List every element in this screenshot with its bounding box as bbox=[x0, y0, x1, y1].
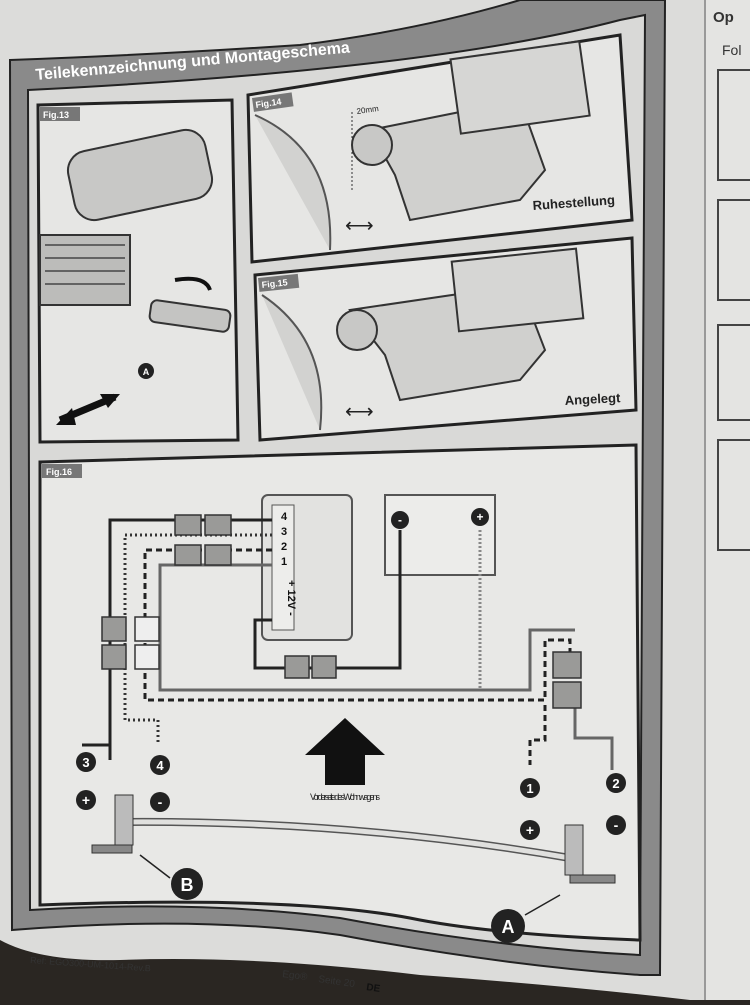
wire-2-down bbox=[573, 705, 614, 770]
battery bbox=[384, 494, 496, 576]
next-page-box bbox=[717, 199, 750, 301]
fig16-label: Fig.16 bbox=[46, 467, 72, 477]
terminal-power: + 12V - bbox=[285, 580, 297, 616]
roller bbox=[39, 234, 131, 306]
terminal-1: 1 bbox=[281, 556, 287, 568]
connector-1-polarity: + bbox=[526, 822, 534, 838]
terminal-block bbox=[271, 504, 295, 631]
connector-2: 2 bbox=[612, 776, 619, 791]
motor bbox=[449, 40, 591, 135]
svg-text:A: A bbox=[143, 367, 150, 377]
next-page bbox=[705, 0, 750, 1000]
wrench bbox=[148, 299, 232, 333]
double-arrow-icon: ⟷ bbox=[345, 215, 374, 237]
battery-positive: + bbox=[476, 510, 483, 524]
dimension-label: 20mm bbox=[356, 104, 380, 116]
wheel bbox=[261, 294, 323, 431]
figure-13: Fig.13 A bbox=[36, 98, 240, 444]
connector-1: 1 bbox=[526, 781, 533, 796]
rotate-arrow-icon bbox=[174, 276, 212, 291]
fig15-caption: Angelegt bbox=[564, 390, 621, 408]
front-arrow-icon bbox=[305, 718, 385, 785]
svg-text:B: B bbox=[181, 875, 194, 895]
footer-page: Seite 20 bbox=[318, 974, 356, 990]
wheel bbox=[254, 114, 332, 251]
battery-negative: - bbox=[398, 513, 402, 527]
wire-1 bbox=[143, 548, 572, 702]
connector-2-polarity: - bbox=[614, 817, 619, 833]
footer-lang: DE bbox=[366, 982, 382, 995]
next-page-box bbox=[717, 69, 750, 181]
terminal-3: 3 bbox=[281, 526, 287, 538]
fig15-label: Fig.15 bbox=[261, 277, 288, 290]
terminal-2: 2 bbox=[281, 541, 287, 553]
fig13-label: Fig.13 bbox=[43, 110, 69, 120]
roller bbox=[336, 309, 378, 351]
motor bbox=[66, 128, 214, 222]
mover-a bbox=[564, 824, 584, 876]
arrow-caption: Vorderseite des Wohnwagens bbox=[310, 792, 381, 802]
connector-4: 4 bbox=[156, 758, 164, 773]
next-page-box bbox=[717, 324, 750, 421]
marker-a-fig16 bbox=[491, 909, 525, 943]
svg-text:A: A bbox=[502, 917, 515, 937]
fig14-label: Fig.14 bbox=[255, 96, 282, 110]
marker-a bbox=[138, 363, 154, 379]
connector-3: 3 bbox=[82, 755, 89, 770]
wire-battery-neg bbox=[253, 530, 402, 670]
terminal-4: 4 bbox=[281, 511, 288, 523]
figure-15: Fig.15 Angelegt ⟷ bbox=[253, 236, 638, 442]
plugs bbox=[101, 514, 582, 709]
figure-16: Fig.16 4 3 2 1 + 12V - - + bbox=[38, 443, 642, 943]
connector-4-polarity: - bbox=[158, 794, 163, 810]
next-page-text: Fol bbox=[722, 42, 741, 58]
fig14-caption: Ruhestellung bbox=[532, 192, 615, 213]
connector-3-polarity: + bbox=[82, 792, 90, 808]
next-page-box bbox=[717, 439, 750, 551]
wire-1-down bbox=[528, 705, 547, 765]
mover-b bbox=[114, 794, 134, 846]
motor bbox=[450, 247, 585, 333]
figure-14: Fig.14 20mm Ruhestellung ⟷ bbox=[246, 33, 634, 264]
marker-b bbox=[171, 868, 203, 900]
roller bbox=[351, 124, 393, 166]
next-page-title: Op bbox=[713, 9, 734, 26]
double-arrow-icon: ⟷ bbox=[345, 401, 374, 423]
footer-brand: Ego® bbox=[282, 969, 309, 983]
wire-4 bbox=[123, 533, 272, 745]
